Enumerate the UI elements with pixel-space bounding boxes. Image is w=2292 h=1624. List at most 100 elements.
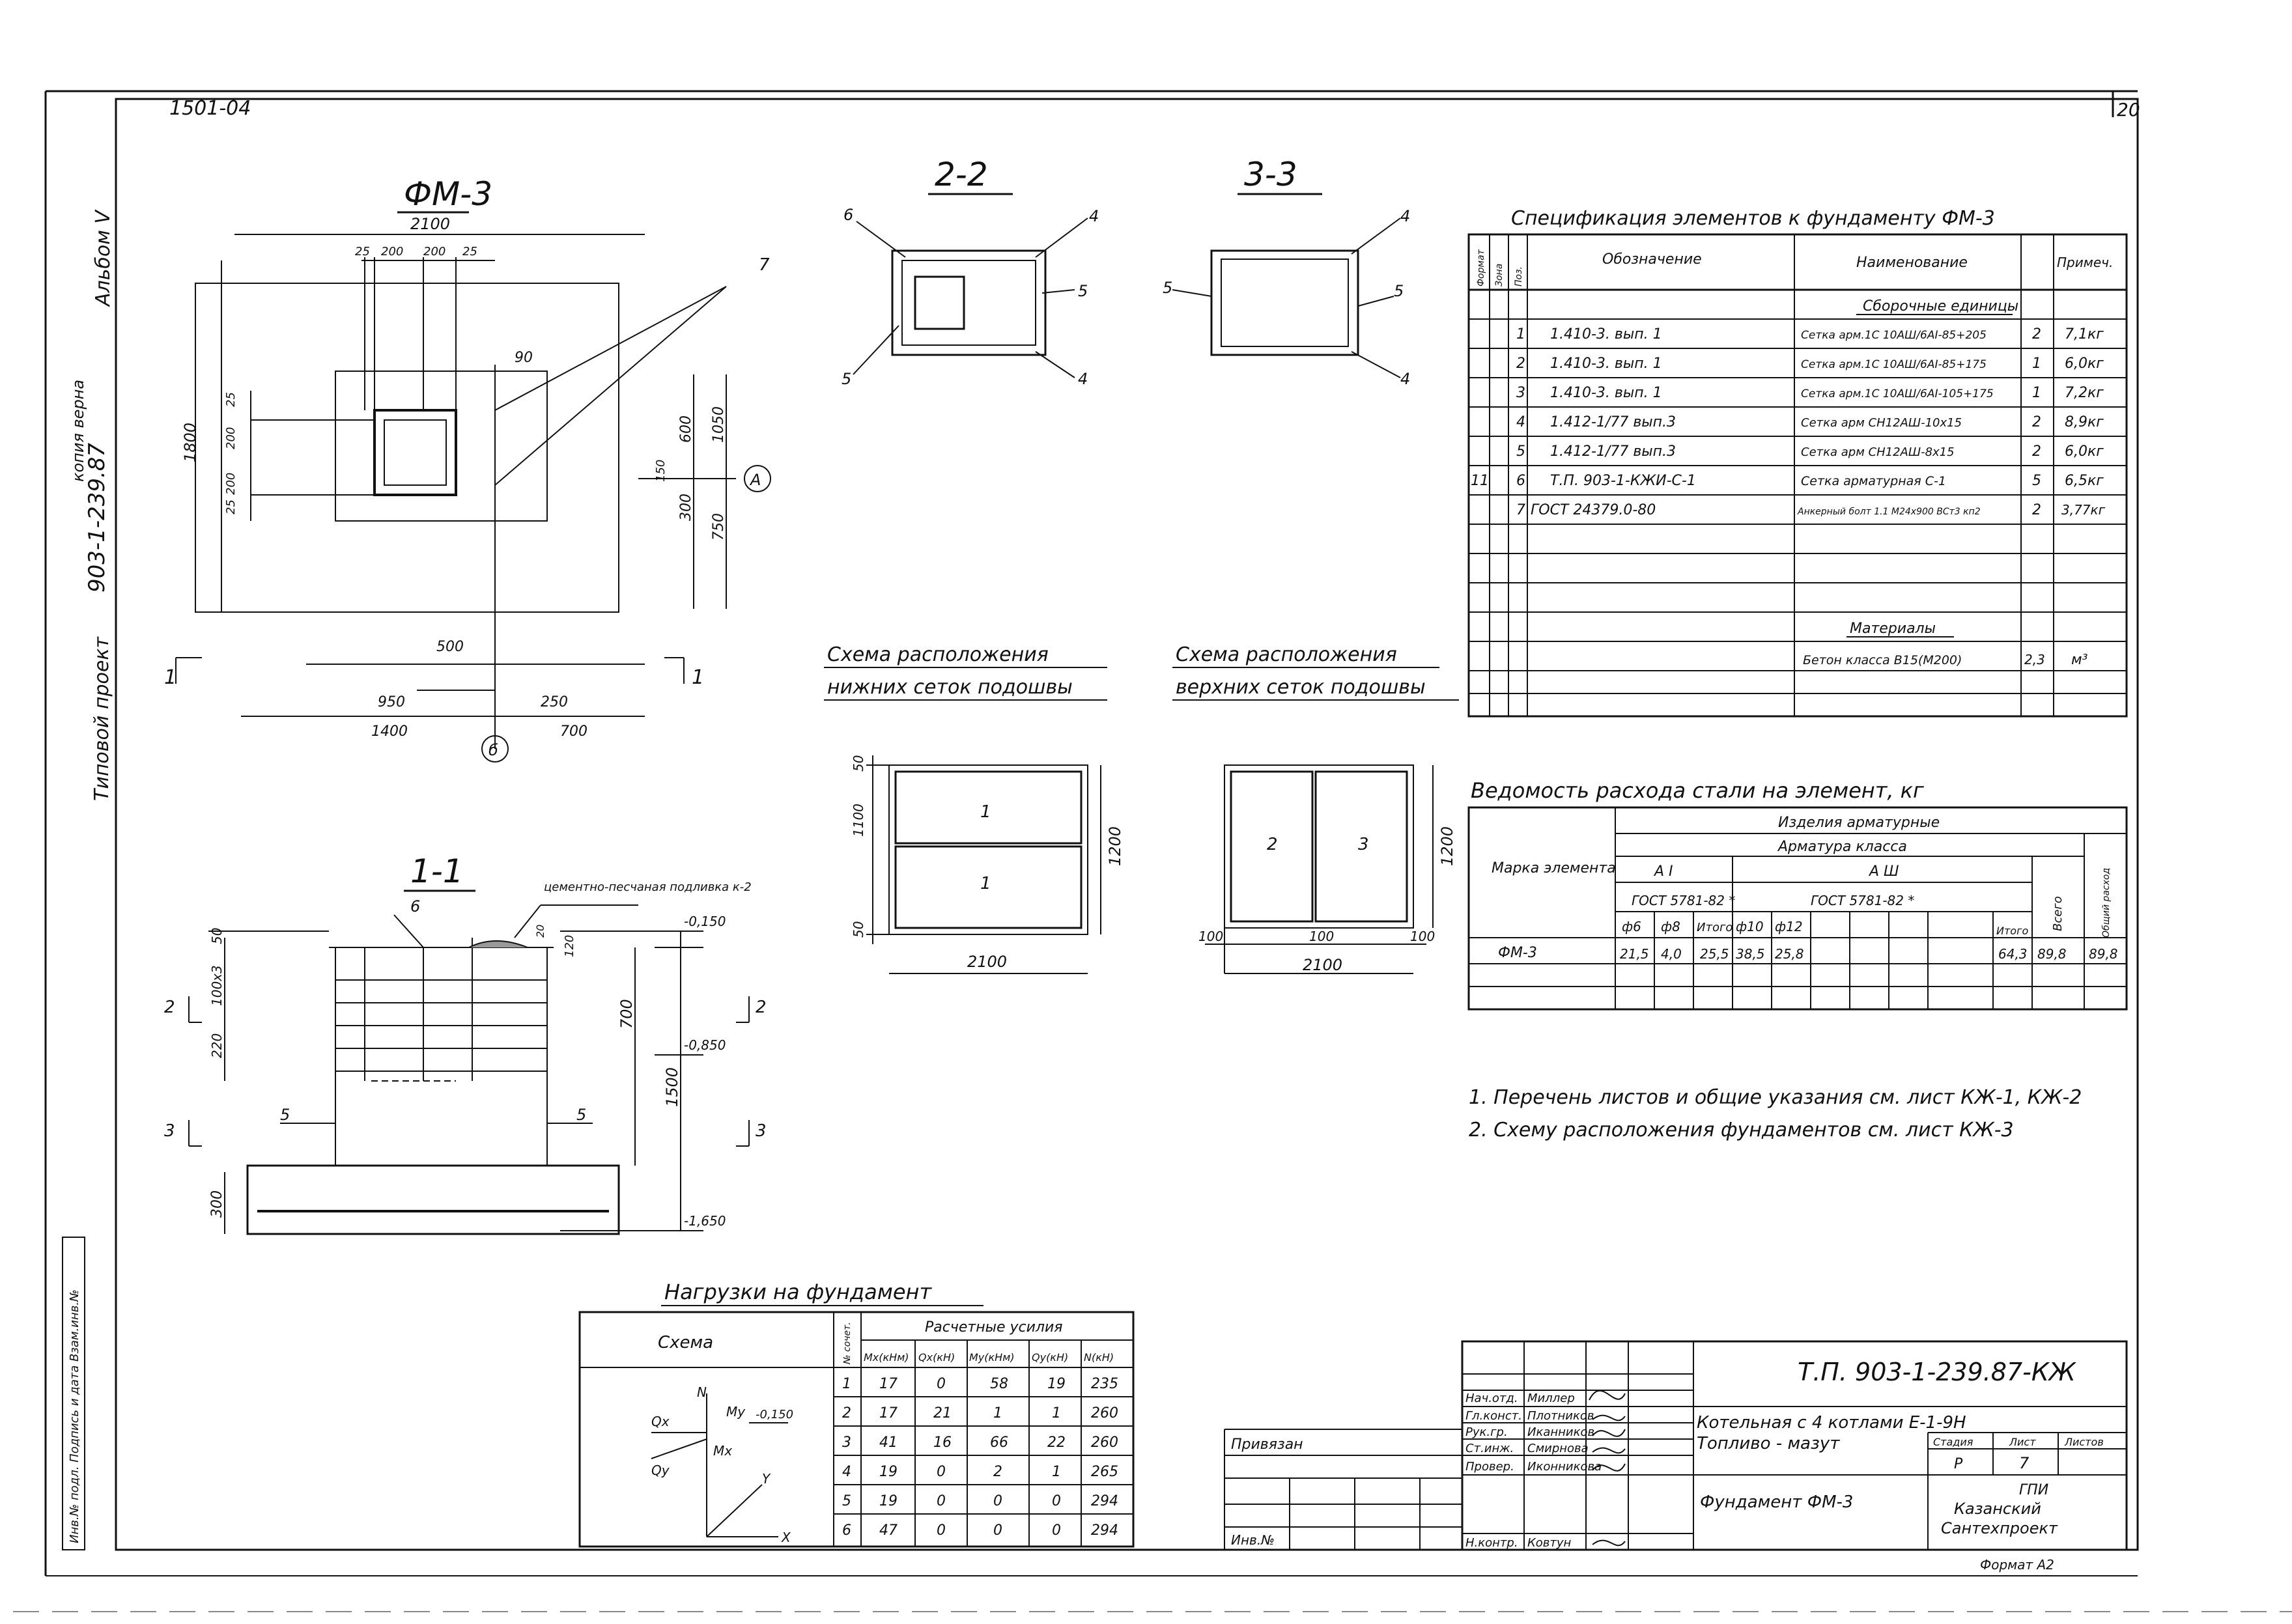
spec-r4-qty: 2 xyxy=(2032,414,2041,430)
steel-row-f12: 25,8 xyxy=(1775,946,1804,962)
left-margin: Альбом V 903-1-239.87 Типовой проект коп… xyxy=(62,209,115,1550)
cut-1-right: 1 xyxy=(692,666,704,689)
series-code: 1501-04 xyxy=(169,97,251,120)
spec-r1-qty: 2 xyxy=(2032,326,2041,343)
sec11-title: 1-1 xyxy=(410,852,464,890)
lower-d1200: 1200 xyxy=(1106,826,1124,866)
spec-r5-pos: 5 xyxy=(1516,443,1525,460)
spec-h-name: Наименование xyxy=(1856,255,1968,271)
spec-r6-name: Сетка арматурная С-1 xyxy=(1801,474,1946,488)
loads-row-4: 4 19 0 2 1 265 xyxy=(842,1464,1118,1480)
upper-d2100: 2100 xyxy=(1303,956,1342,974)
steel-row-sum2: 64,3 xyxy=(1998,946,2028,962)
spec-table: Спецификация элементов к фундаменту ФМ-3 xyxy=(1467,207,2128,718)
dim-600: 600 xyxy=(678,415,694,443)
sec11-c5a: 5 xyxy=(280,1106,290,1124)
spec-r6-pos: 6 xyxy=(1516,473,1525,489)
spec-r7-pos: 7 xyxy=(1516,502,1525,518)
loads-cell: 1 xyxy=(1052,1464,1061,1480)
tb-role-2: Гл.конст. xyxy=(1465,1409,1522,1423)
sec11-c5b: 5 xyxy=(576,1106,586,1124)
spec-h-code: Обозначение xyxy=(1602,251,1702,268)
spec-r5-code: 1.412-1/77 вып.3 xyxy=(1550,443,1676,460)
spec-group-2: Материалы xyxy=(1850,621,1936,637)
steel-h-mark: Марка элемента xyxy=(1492,860,1616,876)
sec11-lvl-mid: -0,850 xyxy=(684,1037,726,1053)
callout-7: 7 xyxy=(759,255,770,275)
spec-title: Спецификация элементов к фундаменту ФМ-3 xyxy=(1511,207,1995,230)
sec11-d700: 700 xyxy=(617,999,636,1029)
steel-row-mark: ФМ-3 xyxy=(1498,945,1537,961)
upper-d100a: 100 xyxy=(1198,929,1223,944)
loads-cell: 0 xyxy=(1052,1522,1061,1539)
sec33-c4a: 4 xyxy=(1400,207,1410,225)
tb-doc-code: Т.П. 903-1-239.87-КЖ xyxy=(1798,1358,2077,1386)
tb-stage: Р xyxy=(1954,1456,1963,1472)
spec-r5-name: Сетка арм СН12АШ-8x15 xyxy=(1801,445,1955,459)
spec-r4-pos: 4 xyxy=(1516,414,1525,430)
tb-role-6: Н.контр. xyxy=(1465,1536,1518,1550)
loads-cell: 2 xyxy=(842,1405,851,1421)
mesh-3: 3 xyxy=(1358,835,1369,854)
loads-row-5: 5 19 0 0 0 294 xyxy=(842,1493,1118,1509)
tb-role-4: Ст.инж. xyxy=(1465,1442,1514,1455)
loads-cell: 235 xyxy=(1091,1376,1118,1392)
sec11-cut2-left: 2 xyxy=(164,998,175,1017)
loads-cell: 0 xyxy=(1052,1493,1061,1509)
loads-axis-n: N xyxy=(697,1384,707,1400)
album-label: Альбом V xyxy=(92,209,115,307)
loads-cell: 19 xyxy=(879,1464,898,1480)
steel-h-gost1: ГОСТ 5781-82 * xyxy=(1632,893,1735,908)
spec-r2-pos: 2 xyxy=(1516,356,1525,372)
spec-material-unit: м³ xyxy=(2071,652,2088,668)
dim-25b: 25 xyxy=(462,245,477,259)
sec11-d300: 300 xyxy=(209,1190,225,1218)
spec-r4-name: Сетка арм СН12АШ-10x15 xyxy=(1801,416,1962,430)
sec33-title: 3-3 xyxy=(1244,156,1297,193)
loads-h-mx: Mx(кНм) xyxy=(864,1351,909,1364)
loads-cell: 19 xyxy=(879,1493,898,1509)
loads-cell: 294 xyxy=(1091,1493,1118,1509)
general-notes: 1. Перечень листов и общие указания см. … xyxy=(1469,1086,2082,1141)
loads-row-3: 3 41 16 66 22 260 xyxy=(842,1435,1118,1451)
scheme-upper-title-2: верхних сеток подошвы xyxy=(1176,676,1426,699)
dim-150: 150 xyxy=(654,460,668,482)
signature-scribbles xyxy=(1589,1390,1626,1547)
steel-row-total: 89,8 xyxy=(2089,946,2118,962)
sec22-c4a: 4 xyxy=(1089,207,1099,225)
loads-cell: 3 xyxy=(842,1435,851,1451)
loads-cell: 17 xyxy=(879,1405,898,1421)
spec-material-qty: 2,3 xyxy=(2024,652,2045,667)
spec-r3-note: 7,2кг xyxy=(2065,385,2104,401)
steel-row-sum1: 25,5 xyxy=(1700,946,1729,962)
dim-700: 700 xyxy=(560,723,587,740)
dim-500: 500 xyxy=(436,639,464,655)
loads-cell: 260 xyxy=(1091,1435,1118,1451)
project-type: Типовой проект xyxy=(91,636,113,801)
sec11-d50: 50 xyxy=(209,928,225,944)
spec-r7-code: ГОСТ 24379.0-80 xyxy=(1531,502,1656,518)
tb-org3: Сантехпроект xyxy=(1941,1519,2058,1537)
loads-cell: 260 xyxy=(1091,1405,1118,1421)
sec11-d100x3: 100x3 xyxy=(209,965,225,1006)
loads-row-6: 6 47 0 0 0 294 xyxy=(842,1522,1118,1539)
spec-r6-qty: 5 xyxy=(2032,473,2041,489)
sheet-frame xyxy=(44,90,2139,1576)
loads-table: Нагрузки на фундамент Схема № xyxy=(578,1280,1135,1548)
upper-d100c: 100 xyxy=(1410,929,1435,944)
stamp-column: Инв.№ подл. Подпись и дата Взам.инв.№ xyxy=(68,1289,81,1543)
loads-h-forces: Расчетные усилия xyxy=(925,1319,1062,1336)
loads-cell: 1 xyxy=(842,1376,851,1392)
loads-cell: 58 xyxy=(990,1376,1008,1392)
steel-row-all: 89,8 xyxy=(2037,946,2067,962)
loads-cell: 0 xyxy=(937,1464,946,1480)
spec-r1-code: 1.410-3. вып. 1 xyxy=(1550,326,1662,343)
spec-r6-code: Т.П. 903-1-КЖИ-С-1 xyxy=(1550,473,1696,489)
scheme-lower-title-2: нижних сеток подошвы xyxy=(827,676,1073,699)
loads-cell: 5 xyxy=(842,1493,851,1509)
copy-note: копия верна xyxy=(69,380,87,482)
loads-row-1: 1 17 0 58 19 235 xyxy=(842,1376,1118,1392)
lower-d50a: 50 xyxy=(851,755,866,772)
steel-col-sum1: Итого xyxy=(1697,921,1733,934)
loads-cell: 1 xyxy=(1052,1405,1061,1421)
